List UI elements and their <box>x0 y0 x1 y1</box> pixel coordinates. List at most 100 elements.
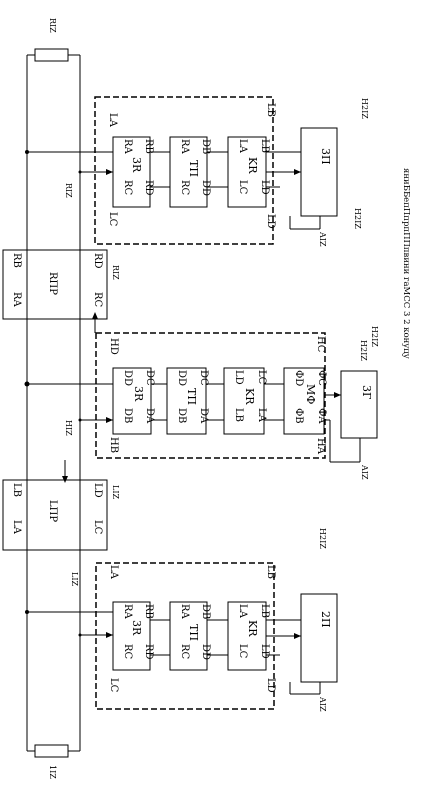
bot-b3-bl: LC <box>237 644 248 659</box>
top-outer-left-top: LA <box>107 113 118 128</box>
mid-block-1 <box>112 367 152 435</box>
top-b3-tr: LB <box>259 139 270 153</box>
switch-lower-br: LC <box>92 520 103 535</box>
mid-b1-center: 3R <box>132 386 145 402</box>
switch-lower-side: LIZ <box>111 485 120 499</box>
top-output-block <box>300 127 338 217</box>
top-b3-tl: LA <box>237 139 248 154</box>
mid-b1-br: DA <box>144 408 155 424</box>
mid-b2-center: ТП <box>185 388 198 405</box>
switch-upper-tr: RD <box>92 253 103 269</box>
switch-upper-tl: RB <box>11 253 22 268</box>
mid-b4-tr: ФC <box>316 370 327 386</box>
bottom-terminal-label: 1ІZ <box>48 765 57 779</box>
mid-block-2 <box>166 367 207 435</box>
top-outer-right-bot: LD <box>265 214 276 229</box>
bot-b2-br: DD <box>200 644 211 660</box>
mid-out-top-b: Н2ІZ <box>359 340 368 361</box>
bot-block-2 <box>169 601 208 671</box>
mid-b2-bl: DB <box>176 408 187 423</box>
top-b2-center: ТП <box>187 160 200 177</box>
switch-upper-center: RПP <box>47 272 58 295</box>
mid-b3-tr: LC <box>256 370 267 385</box>
mid-outer-left-bot: НB <box>108 437 119 453</box>
mid-b3-center: KR <box>243 388 256 405</box>
mid-out-top-a: Н2ІZ <box>370 326 379 347</box>
top-b1-center: 3R <box>130 157 143 173</box>
top-b1-bl: RC <box>122 180 133 196</box>
switch-upper-bl: RA <box>11 292 22 308</box>
mid-out-bot: AІZ <box>360 464 369 480</box>
bot-block-1 <box>112 601 151 671</box>
side-note: яниББепПпрпППпвини гаМСС 3 2 конуцу <box>401 168 411 359</box>
mid-b1-bl: DB <box>122 408 133 423</box>
top-block-2 <box>169 136 208 208</box>
mid-outer-right-top: НC <box>315 336 326 353</box>
top-terminal-resistor <box>34 48 69 62</box>
top-b2-bl: RC <box>179 180 190 196</box>
group-box-top <box>94 96 274 245</box>
bot-output-block <box>300 593 338 683</box>
top-b2-tl: RA <box>179 139 190 155</box>
top-b1-tl: RA <box>122 139 133 155</box>
mid-output-label: 3Г <box>360 385 373 399</box>
switch-lower-tl: LB <box>11 483 22 497</box>
mid-block-3 <box>223 367 265 435</box>
mid-b2-br: DA <box>198 408 209 424</box>
bot-b3-tl: LA <box>237 604 248 619</box>
bot-b2-bl: RC <box>179 644 190 660</box>
switch-upper <box>2 249 108 320</box>
top-b3-bl: LC <box>237 180 248 195</box>
mid-b3-br: LA <box>256 408 267 423</box>
mid-b4-center: MФ <box>304 384 317 404</box>
bot-outer-right-bot: LD <box>265 678 276 693</box>
bot-b1-bl: RC <box>122 644 133 660</box>
top-b1-br: RD <box>143 180 154 196</box>
group-box-mid <box>95 332 326 459</box>
mid-b2-tl: DD <box>176 370 187 386</box>
mid-b3-tl: LD <box>233 370 244 385</box>
bot-b2-center: ТП <box>187 624 200 641</box>
switch-lower-bl: LA <box>11 520 22 535</box>
top-b2-br: DD <box>200 180 211 196</box>
bot-output-label: 2П <box>319 611 332 628</box>
mid-b4-tl: ФD <box>293 370 304 386</box>
switch-upper-br: RC <box>92 292 103 308</box>
mid-outer-right-bot: НA <box>315 438 326 455</box>
bot-outer-left-top: LA <box>108 565 119 580</box>
bot-b2-tr: DB <box>200 604 211 619</box>
mid-b4-bl: ФB <box>293 408 304 424</box>
mid-block-4 <box>283 367 325 435</box>
left-label-upper: RIZ <box>64 183 73 198</box>
mid-b1-tr: DC <box>144 370 155 386</box>
mid-b3-bl: LB <box>233 408 244 422</box>
bot-outer-left-bot: LC <box>108 678 119 693</box>
top-output-label: 3П <box>319 148 332 165</box>
bot-b1-center: 3R <box>130 620 143 636</box>
bot-b3-center: KR <box>246 620 259 637</box>
left-label-middle: НIZ <box>64 420 73 436</box>
bot-b1-tr: RB <box>143 604 154 619</box>
bot-out-top: Н2ІZ <box>318 528 327 549</box>
top-out-top: Н2ІZ <box>360 98 369 119</box>
mid-b2-tr: DC <box>198 370 209 386</box>
top-outer-right-top: LB <box>265 103 276 117</box>
top-terminal-label: RІZ <box>48 18 57 33</box>
bottom-terminal-resistor <box>34 744 69 758</box>
top-b1-tr: RB <box>143 139 154 154</box>
bot-b3-br: LD <box>259 644 270 659</box>
bot-b2-tl: RA <box>179 604 190 620</box>
switch-lower <box>2 479 108 551</box>
top-b2-tr: DB <box>200 139 211 154</box>
mid-output-block <box>340 370 378 439</box>
top-outer-left-bot: LC <box>107 212 118 227</box>
switch-lower-center: LПP <box>47 500 58 522</box>
bot-b1-br: RD <box>143 644 154 660</box>
mid-b1-tl: DD <box>122 370 133 386</box>
bot-outer-right-top: LB <box>265 565 276 579</box>
top-out-bot: AІZ <box>318 231 327 247</box>
switch-upper-side: RIZ <box>111 265 120 280</box>
top-b3-br: LD <box>259 180 270 195</box>
bot-b1-tl: RA <box>122 604 133 620</box>
